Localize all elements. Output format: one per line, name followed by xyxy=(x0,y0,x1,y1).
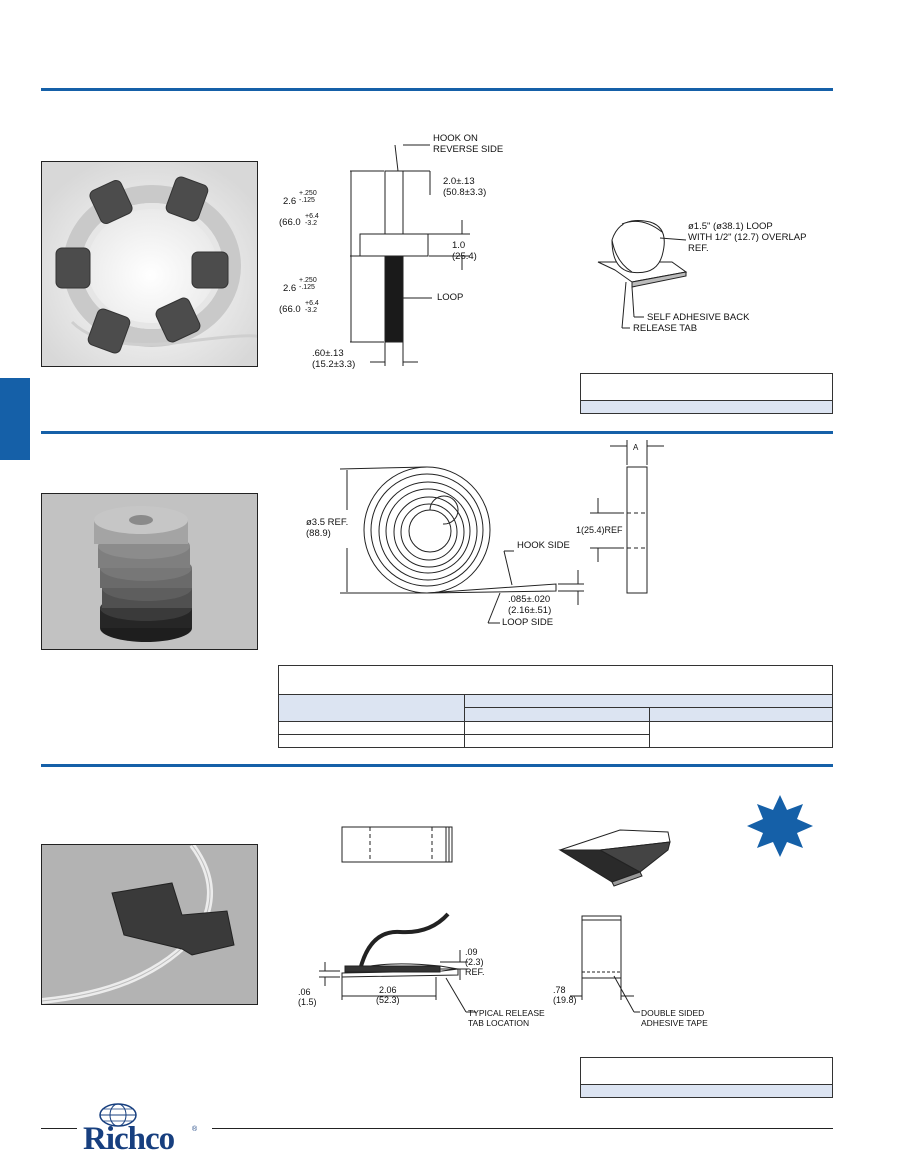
width-label: A xyxy=(633,443,639,452)
top-height-tol: +.250 -.125 xyxy=(299,190,317,204)
strap-dimension-drawing xyxy=(350,144,688,366)
overlap-dim: 1.0 (25.4) xyxy=(452,240,477,262)
loop-label: LOOP xyxy=(437,292,464,303)
table-rule xyxy=(464,694,465,747)
loop-note: ø1.5" (ø38.1) LOOP WITH 1/2" (12.7) OVER… xyxy=(688,221,807,254)
adhesive-note: SELF ADHESIVE BACK xyxy=(647,312,750,323)
table-rule xyxy=(581,400,832,401)
double-sided-tape-note: DOUBLE SIDED ADHESIVE TAPE xyxy=(641,1008,708,1028)
bottom-metric-tol: +6.4 -3.2 xyxy=(305,300,319,314)
section-divider xyxy=(41,431,833,434)
footer-rule-right xyxy=(212,1128,833,1129)
side-tab xyxy=(0,378,30,460)
product-photo-cable-mount xyxy=(41,844,258,1005)
top-metric-tol: +6.4 -3.2 xyxy=(305,213,319,227)
product-photo-cable-wrap xyxy=(41,161,258,367)
footer-rule-left xyxy=(41,1128,77,1129)
table-rule xyxy=(581,1084,832,1085)
product-photo-tape-rolls xyxy=(41,493,258,650)
photo-tape-rolls-image xyxy=(42,494,257,649)
part-table-1 xyxy=(580,373,833,414)
width-dim: 2.0±.13 (50.8±3.3) xyxy=(443,176,487,198)
loop-side-label: LOOP SIDE xyxy=(502,617,554,628)
spacing-dim: 1(25.4)REF xyxy=(576,525,623,535)
part-table-3 xyxy=(580,1057,833,1098)
table-rule xyxy=(464,707,832,708)
section-divider xyxy=(41,764,833,767)
mount-dimension-drawing xyxy=(319,795,813,1013)
table-rule xyxy=(279,721,832,722)
mount-base-dim: .06 (1.5) xyxy=(298,987,317,1007)
richco-logo: Richco ® xyxy=(80,1102,210,1157)
registered-mark: ® xyxy=(192,1126,198,1133)
roll-dimension-drawing xyxy=(339,440,664,624)
roll-thickness-dim: .085±.020 (2.16±.51) xyxy=(508,594,552,616)
hook-note: HOOK ON REVERSE SIDE xyxy=(433,133,504,155)
top-metric-dim: (66.0 xyxy=(279,217,301,228)
release-note: RELEASE TAB xyxy=(633,323,698,334)
photo-cable-wrap-image xyxy=(42,162,257,366)
mount-height-dim: .09 (2.3) REF. xyxy=(465,947,485,977)
table-rule xyxy=(649,707,650,747)
mount-width-dim: .78 (19.8) xyxy=(553,985,577,1005)
globe-icon xyxy=(99,1103,137,1127)
table-header-band xyxy=(581,400,832,413)
top-height-dim: 2.6 xyxy=(283,196,297,207)
release-tab-note: TYPICAL RELEASE TAB LOCATION xyxy=(468,1008,545,1028)
part-table-2 xyxy=(278,665,833,748)
photo-cable-mount-image xyxy=(42,845,257,1004)
table-header-band xyxy=(581,1084,832,1097)
mount-length-dim: 2.06 (52.3) xyxy=(376,985,400,1005)
bottom-height-dim: 2.6 xyxy=(283,283,297,294)
bottom-metric-dim: (66.0 xyxy=(279,304,301,315)
brand-name: Richco xyxy=(83,1121,175,1157)
new-badge-icon xyxy=(747,795,813,857)
thickness-dim: .60±.13 (15.2±3.3) xyxy=(312,348,356,370)
hook-side-label: HOOK SIDE xyxy=(517,540,570,551)
section-divider xyxy=(41,88,833,91)
bottom-height-tol: +.250 -.125 xyxy=(299,277,317,291)
table-rule xyxy=(279,694,832,695)
diameter-dim: ø3.5 REF. (88.9) xyxy=(306,517,349,539)
